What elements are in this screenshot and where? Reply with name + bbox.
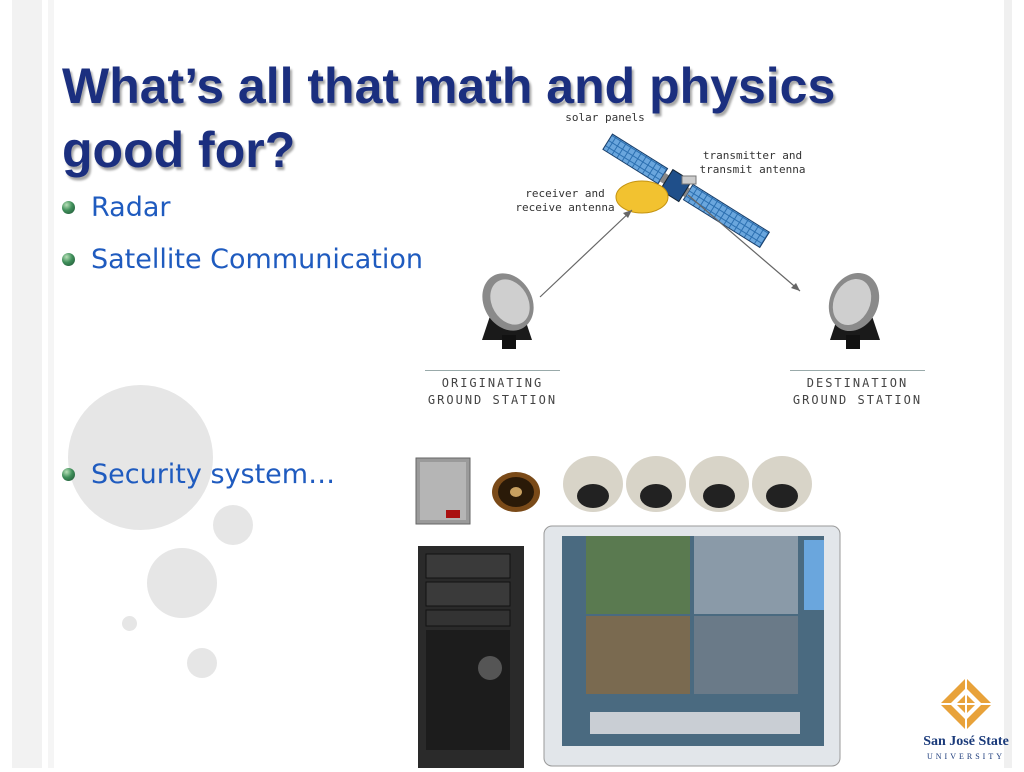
left-thin-stripe xyxy=(48,0,54,768)
destination-line1: DESTINATION xyxy=(806,376,909,390)
bullet-text: Radar xyxy=(91,192,171,223)
right-stripe xyxy=(1004,0,1012,768)
transmitter-label: transmitter and transmit antenna xyxy=(690,149,815,177)
title-line-1: What’s all that math and physics xyxy=(62,58,836,114)
decor-circle-large xyxy=(68,385,213,530)
sjsu-emblem-icon xyxy=(940,678,992,730)
bullet-text: Security system… xyxy=(91,459,336,490)
transmitter-label-line1: transmitter and xyxy=(702,149,803,162)
decor-circle-tiny xyxy=(122,616,137,631)
title-line-2: good for? xyxy=(62,122,296,178)
sjsu-logo: San José State UNIVERSITY xyxy=(918,676,1014,761)
originating-line1: ORIGINATING xyxy=(441,376,544,390)
decor-circle-medium xyxy=(147,548,217,618)
logo-subtitle: UNIVERSITY xyxy=(927,752,1005,761)
receiver-label-line1: receiver and xyxy=(525,187,605,200)
satellite-illustration xyxy=(482,133,880,349)
cable-spool-icon xyxy=(492,472,540,512)
bullet-text: Satellite Communication xyxy=(91,244,423,275)
bullet-icon xyxy=(62,253,75,266)
decor-circle-small xyxy=(213,505,253,545)
satellite-diagram: solar panels transmitter and transmit an… xyxy=(420,105,940,415)
security-equipment-image xyxy=(415,456,841,768)
dome-camera-icon xyxy=(689,456,749,512)
originating-station-label: ORIGINATING GROUND STATION xyxy=(425,370,560,409)
originating-line2: GROUND STATION xyxy=(427,393,558,407)
destination-line2: GROUND STATION xyxy=(792,393,923,407)
power-box-icon xyxy=(415,457,471,525)
receiver-label: receiver and receive antenna xyxy=(515,187,615,215)
security-system-illustration xyxy=(412,450,842,768)
destination-station-label: DESTINATION GROUND STATION xyxy=(790,370,925,409)
monitor-icon xyxy=(543,525,841,767)
receiver-label-line2: receive antenna xyxy=(515,201,615,214)
logo-name: San José State xyxy=(923,734,1009,749)
left-stripe xyxy=(12,0,42,768)
dome-camera-icon xyxy=(752,456,812,512)
bullet-security: Security system… xyxy=(62,459,335,490)
slide-title: What’s all that math and physics good fo… xyxy=(62,54,962,182)
solar-panels-label: solar panels xyxy=(565,111,645,124)
dome-camera-icon xyxy=(626,456,686,512)
decor-circle-small-2 xyxy=(187,648,217,678)
dome-camera-icon xyxy=(563,456,623,512)
computer-tower-icon xyxy=(418,546,524,768)
bullet-satellite: Satellite Communication xyxy=(62,244,423,275)
bullet-icon xyxy=(62,468,75,481)
bullet-radar: Radar xyxy=(62,192,171,223)
bullet-icon xyxy=(62,201,75,214)
transmitter-label-line2: transmit antenna xyxy=(699,163,806,176)
